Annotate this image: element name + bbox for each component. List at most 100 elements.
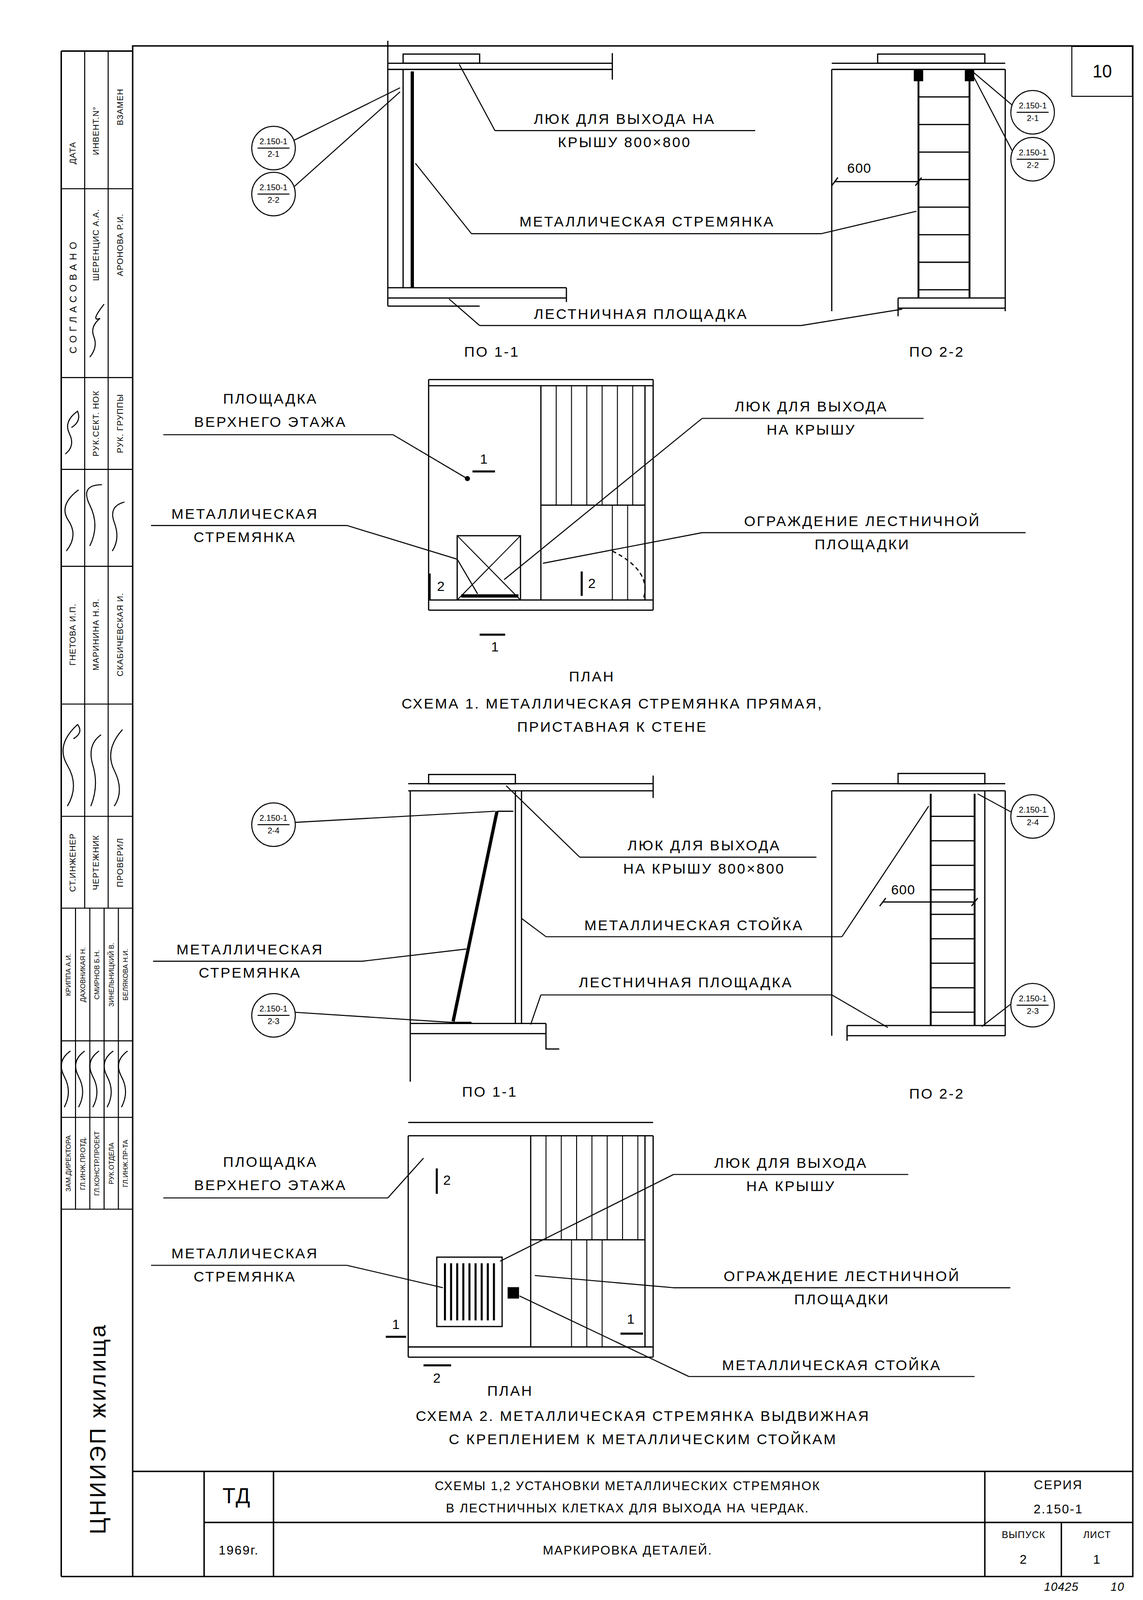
leader-line [503, 418, 924, 580]
text-line: МЕТАЛЛИЧЕСКАЯ [171, 1245, 319, 1262]
text-line: ВЕРХНЕГО ЭТАЖА [194, 1177, 347, 1194]
sheet-number: 10 [1090, 61, 1114, 82]
plan-scheme-1 [428, 379, 654, 611]
section-mark: 1 [479, 451, 488, 468]
title-block-heading: ВЫПУСК [1001, 1529, 1046, 1541]
stamp-text: РУК.ОТДЕЛА [107, 1142, 116, 1185]
section-2-2-scheme-2 [898, 773, 985, 784]
title-block-text: СЕРИЯ [1034, 1474, 1083, 1497]
title-block-heading: ЛИСТ [1082, 1529, 1112, 1541]
signature [64, 489, 79, 552]
leader-line [519, 1296, 975, 1378]
section-1-1-scheme-2 [515, 791, 522, 1024]
text-line: НА КРЫШУ [766, 421, 857, 438]
stamp-text: КРИППА А.И. [64, 953, 73, 996]
section-1-1-scheme-2 [428, 774, 516, 784]
stamp-text: РУК.СЕКТ. НОК [91, 390, 102, 457]
callout-text: 2.150-1 [257, 182, 290, 195]
stamp-heading: СОГЛАСОВАНО [67, 238, 79, 354]
section-2-2-scheme-2 [831, 773, 1006, 1041]
view-title: ПО 2-2 [909, 1084, 965, 1104]
plan-scheme-1 [428, 379, 654, 635]
leader-line [151, 418, 1026, 595]
text-line: ЛЮК ДЛЯ ВЫХОДА [734, 398, 888, 415]
section-2-2-scheme-1 [918, 71, 970, 299]
signature [112, 502, 125, 551]
callout-circle: 2.150-12-2 [251, 171, 296, 217]
view-title: ПО 1-1 [464, 342, 520, 362]
leader-label: ОГРАЖДЕНИЕ ЛЕСТНИЧНОЙ ПЛОЩАДКИ [743, 509, 982, 557]
section-mark: 1 [392, 1317, 400, 1333]
title-block-text: 1 [1093, 1548, 1101, 1571]
title-block-text: 2.150-1 [1033, 1498, 1083, 1521]
callout-circle: 2.150-12-3 [1010, 983, 1055, 1028]
plan-scheme-2 [436, 1257, 503, 1327]
stamp-text: РУК. ГРУППЫ [115, 394, 126, 454]
text-line: НА КРЫШУ [746, 1178, 836, 1195]
text-line: ПЛОЩАДКИ [814, 536, 911, 553]
callout-text: 2-1 [1024, 112, 1041, 124]
text-line: ПРИСТАВНАЯ К СТЕНЕ [517, 718, 708, 735]
stamp-text: МАРИНИНА Н.Я. [91, 598, 102, 671]
signature [61, 1051, 71, 1108]
archive-number: 10 [1110, 1581, 1125, 1594]
text-line: СТРЕМЯНКА [193, 529, 297, 546]
callout-circle: 2.150-12-4 [1010, 794, 1055, 839]
section-2-2-scheme-2 [930, 793, 976, 1026]
leader-label: МЕТАЛЛИЧЕСКАЯ СТОЙКА [721, 1354, 942, 1378]
section-mark: 2 [432, 1371, 441, 1387]
leader-line [292, 64, 1014, 326]
text-line: ПЛОЩАДКИ [794, 1291, 890, 1308]
section-2-2-scheme-1 [898, 298, 1006, 317]
signature [104, 1051, 114, 1108]
leader-line [530, 995, 888, 1028]
view-title: ПЛАН [568, 667, 615, 687]
leader-label: ПЛОЩАДКА ВЕРХНЕГО ЭТАЖА [193, 387, 349, 434]
plan-scheme-2 [530, 1136, 645, 1348]
leader-label: МЕТАЛЛИЧЕСКАЯ СТОЙКА [584, 914, 804, 938]
leader-line [500, 1174, 909, 1262]
sheet-frame [60, 45, 1133, 1578]
plan-scheme-2 [385, 1122, 654, 1366]
leader-label: ОГРАЖДЕНИЕ ЛЕСТНИЧНОЙ ПЛОЩАДКИ [722, 1264, 962, 1312]
document-type: ТД [222, 1484, 251, 1509]
stamp-text: ГНЕТОВА И.П. [68, 603, 78, 666]
title-block-text: 1969г. [218, 1539, 260, 1562]
archive-number: 10425 [1043, 1581, 1079, 1594]
leader-line [465, 476, 470, 481]
stamp-text: ВЗАМЕН [115, 88, 126, 126]
section-1-1-scheme-2 [453, 811, 498, 1022]
leader-line [459, 64, 756, 131]
stamp-text: ДАТА [68, 141, 78, 165]
section-1-1-scheme-1 [410, 71, 414, 289]
leader-line [506, 785, 817, 858]
stamp-text: ПРОВЕРИЛ [115, 838, 126, 888]
callout-circle: 2.150-12-4 [251, 802, 296, 848]
leader-line [151, 525, 478, 595]
leader-label: ЛЮК ДЛЯ ВЫХОДА НА КРЫШУ 800×800 [532, 107, 717, 154]
leader-line [293, 793, 1014, 1027]
leader-label: МЕТАЛЛИЧЕСКАЯ СТРЕМЯНКА [170, 1242, 320, 1289]
callout-text: 2.150-1 [1016, 994, 1049, 1006]
callout-text: 2-4 [1024, 817, 1041, 828]
section-mark: 2 [443, 1173, 452, 1189]
section-1-1-scheme-1 [387, 40, 613, 306]
leader-label: МЕТАЛЛИЧЕСКАЯ СТРЕМЯНКА [170, 502, 320, 549]
signature [90, 304, 105, 358]
text-line: ОГРАЖДЕНИЕ ЛЕСТНИЧНОЙ [723, 1268, 961, 1285]
leader-label: ЛЕСТНИЧНАЯ ПЛОЩАДКА [579, 971, 793, 995]
signature [91, 734, 102, 807]
leader-label: ЛЮК ДЛЯ ВЫХОДА НА КРЫШУ [713, 1151, 869, 1199]
section-2-2-scheme-2 [879, 898, 978, 907]
callout-text: 2.150-1 [257, 813, 290, 826]
callout-text: 2-4 [265, 825, 282, 837]
callout-circle: 2.150-12-1 [251, 125, 296, 171]
signature [65, 411, 79, 455]
leader-line [521, 806, 929, 938]
callout-text: 2-3 [265, 1016, 282, 1027]
title-block-text: МАРКИРОВКА ДЕТАЛЕЙ. [542, 1539, 713, 1562]
section-1-1-scheme-2 [410, 1023, 560, 1050]
leader-line [449, 299, 903, 326]
